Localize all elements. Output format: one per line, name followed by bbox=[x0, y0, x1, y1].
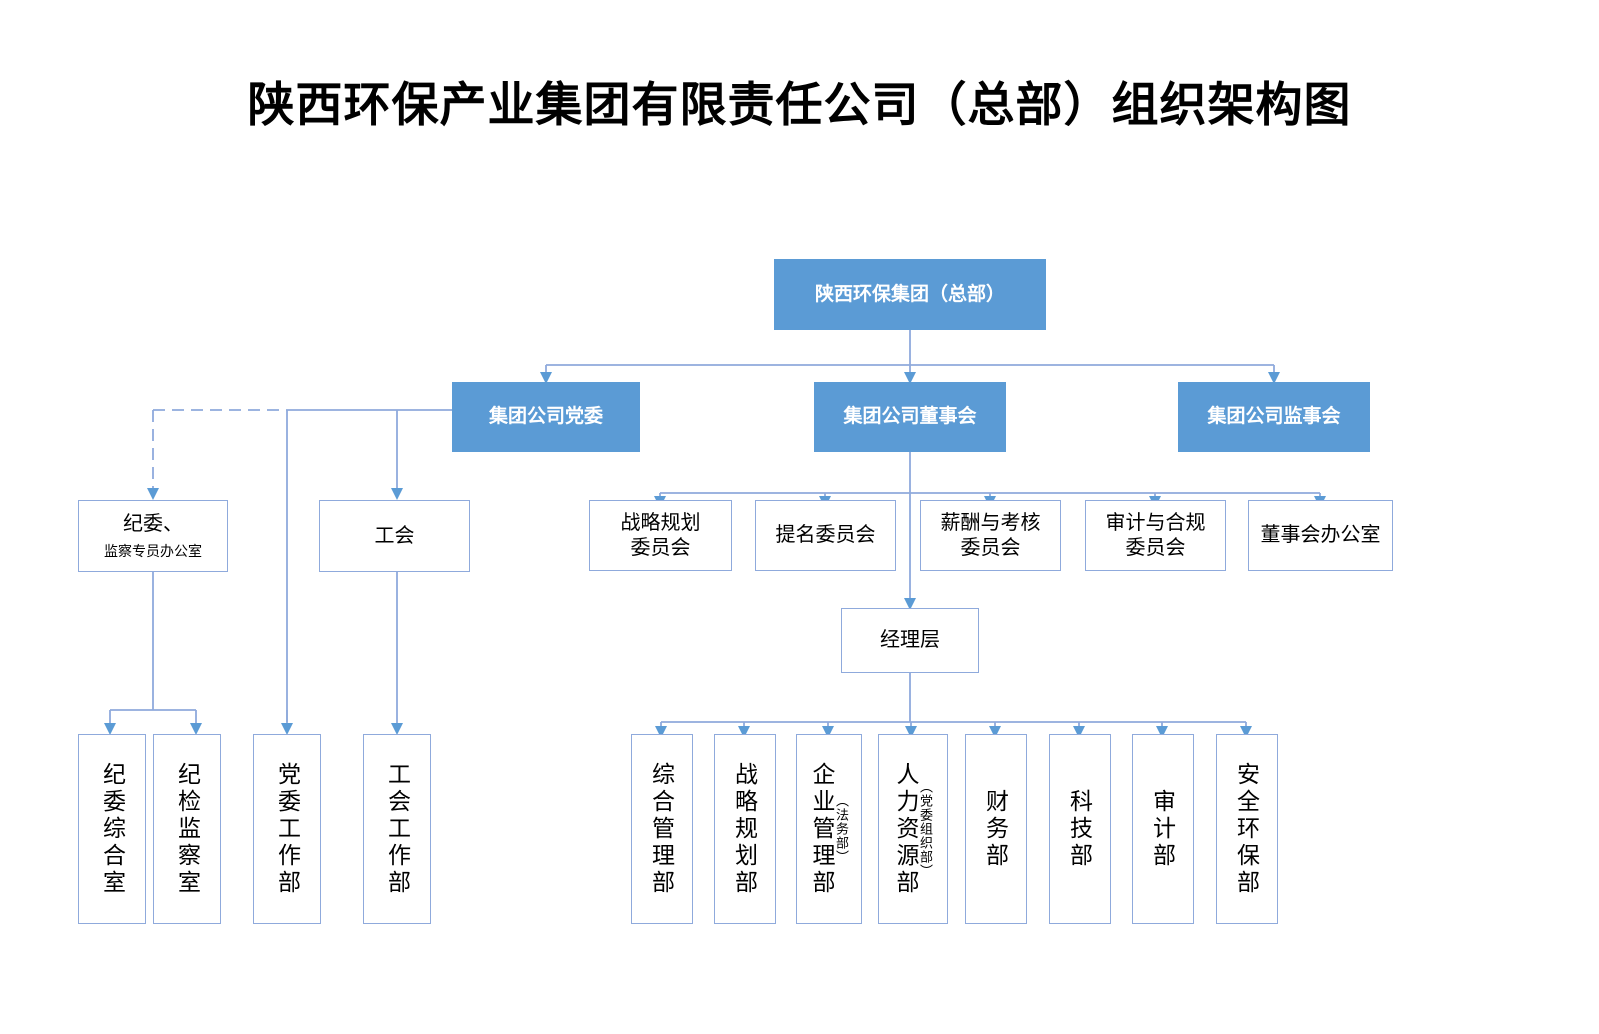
node-dept-human-resources-sub: （党委组织部） bbox=[918, 780, 933, 878]
node-dept-audit[interactable]: 审计部 bbox=[1132, 734, 1194, 924]
node-dept-party-work-label: 党委工作部 bbox=[274, 761, 301, 897]
node-dept-discipline-general[interactable]: 纪委综合室 bbox=[78, 734, 146, 924]
node-dept-finance[interactable]: 财务部 bbox=[965, 734, 1027, 924]
node-dept-enterprise-management-sub: （法务部） bbox=[834, 794, 849, 864]
node-committee-nomination[interactable]: 提名委员会 bbox=[755, 500, 896, 571]
node-labor-union-label: 工会 bbox=[374, 524, 415, 547]
node-dept-discipline-inspection[interactable]: 纪检监察室 bbox=[153, 734, 221, 924]
node-committee-nomination-line1: 提名委员会 bbox=[775, 524, 876, 546]
node-management-layer[interactable]: 经理层 bbox=[841, 608, 979, 673]
node-dept-general-management[interactable]: 综合管理部 bbox=[631, 734, 693, 924]
node-dept-finance-label: 财务部 bbox=[982, 788, 1009, 870]
node-dept-discipline-inspection-label: 纪检监察室 bbox=[174, 761, 201, 897]
node-board-office-line1: 董事会办公室 bbox=[1260, 524, 1381, 546]
node-discipline-office[interactable]: 纪委、 监察专员办公室 bbox=[78, 500, 228, 572]
page-title: 陕西环保产业集团有限责任公司（总部）组织架构图 bbox=[247, 80, 1352, 132]
node-dept-union-work[interactable]: 工会工作部 bbox=[363, 734, 431, 924]
node-committee-compensation-line1: 薪酬与考核 bbox=[940, 511, 1041, 534]
node-discipline-office-sublabel: 监察专员办公室 bbox=[104, 542, 202, 559]
node-party-committee-label: 集团公司党委 bbox=[488, 406, 603, 428]
node-dept-strategic-planning-label: 战略规划部 bbox=[731, 761, 758, 897]
node-committee-strategy-line1: 战略规划 bbox=[620, 511, 701, 534]
node-board-of-supervisors-label: 集团公司监事会 bbox=[1207, 406, 1341, 428]
node-dept-technology-label: 科技部 bbox=[1066, 788, 1093, 870]
node-dept-safety-environment[interactable]: 安全环保部 bbox=[1216, 734, 1278, 924]
node-committee-audit-compliance[interactable]: 审计与合规 委员会 bbox=[1085, 500, 1226, 571]
node-discipline-office-label: 纪委、 bbox=[123, 512, 183, 535]
node-dept-enterprise-management-label: 企业管理部 bbox=[809, 761, 835, 897]
node-board-office[interactable]: 董事会办公室 bbox=[1248, 500, 1393, 571]
node-committee-audit-compliance-line1: 审计与合规 bbox=[1105, 511, 1206, 534]
node-committee-compensation[interactable]: 薪酬与考核 委员会 bbox=[920, 500, 1061, 571]
node-board-of-directors-label: 集团公司董事会 bbox=[843, 406, 977, 428]
node-dept-general-management-label: 综合管理部 bbox=[648, 761, 675, 897]
node-dept-strategic-planning[interactable]: 战略规划部 bbox=[714, 734, 776, 924]
node-dept-enterprise-management[interactable]: 企业管理部 （法务部） bbox=[796, 734, 862, 924]
node-committee-audit-compliance-line2: 委员会 bbox=[1125, 536, 1186, 559]
node-root-label: 陕西环保集团（总部） bbox=[814, 283, 1005, 305]
node-dept-technology[interactable]: 科技部 bbox=[1049, 734, 1111, 924]
node-board-of-directors[interactable]: 集团公司董事会 bbox=[814, 382, 1006, 452]
node-management-layer-label: 经理层 bbox=[880, 629, 940, 651]
node-dept-human-resources-label: 人力资源部 bbox=[893, 761, 919, 897]
node-dept-union-work-label: 工会工作部 bbox=[384, 761, 411, 897]
node-committee-strategy-line2: 委员会 bbox=[630, 536, 691, 559]
node-committee-strategy[interactable]: 战略规划 委员会 bbox=[589, 500, 732, 571]
node-root[interactable]: 陕西环保集团（总部） bbox=[774, 259, 1046, 330]
node-party-committee[interactable]: 集团公司党委 bbox=[452, 382, 640, 452]
node-dept-party-work[interactable]: 党委工作部 bbox=[253, 734, 321, 924]
node-dept-discipline-general-label: 纪委综合室 bbox=[99, 761, 126, 897]
node-labor-union[interactable]: 工会 bbox=[319, 500, 470, 572]
node-board-of-supervisors[interactable]: 集团公司监事会 bbox=[1178, 382, 1370, 452]
node-dept-audit-label: 审计部 bbox=[1149, 788, 1176, 870]
node-dept-safety-environment-label: 安全环保部 bbox=[1233, 761, 1260, 897]
node-dept-human-resources[interactable]: 人力资源部 （党委组织部） bbox=[878, 734, 948, 924]
node-committee-compensation-line2: 委员会 bbox=[960, 536, 1021, 559]
